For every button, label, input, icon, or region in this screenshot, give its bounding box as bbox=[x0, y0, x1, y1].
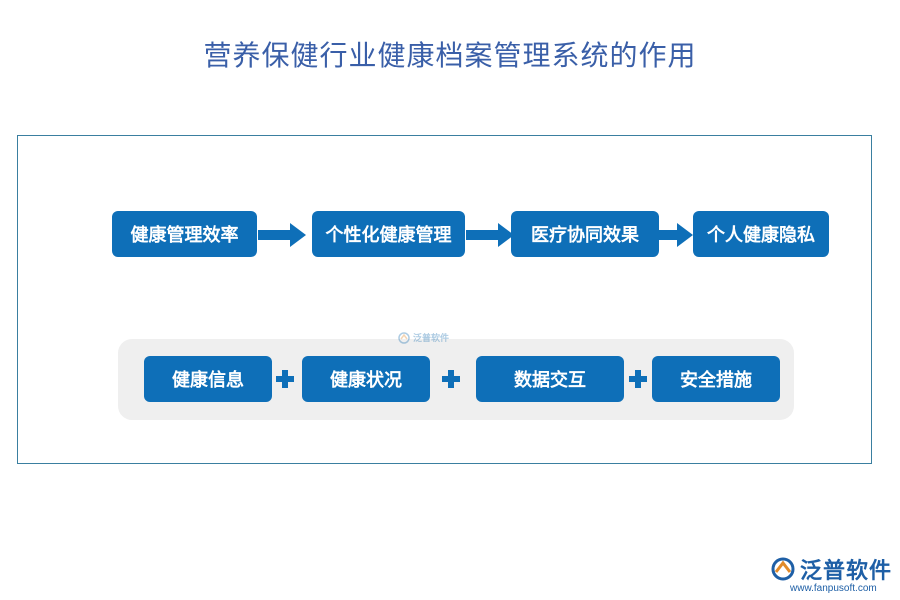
plus-icon bbox=[442, 370, 460, 388]
component-box-data-exchange: 数据交互 bbox=[476, 356, 624, 402]
step-box-efficiency: 健康管理效率 bbox=[112, 211, 257, 257]
right-arrow-icon bbox=[466, 223, 514, 247]
step-box-personalized: 个性化健康管理 bbox=[312, 211, 465, 257]
component-box-health-status: 健康状况 bbox=[302, 356, 430, 402]
component-box-health-info: 健康信息 bbox=[144, 356, 272, 402]
logo-text: 泛普软件 bbox=[800, 558, 893, 584]
step-box-privacy: 个人健康隐私 bbox=[693, 211, 829, 257]
diagram-frame bbox=[17, 135, 872, 464]
page-title: 营养保健行业健康档案管理系统的作用 bbox=[203, 39, 697, 72]
brand-logo: 泛普软件 bbox=[770, 553, 892, 585]
watermark: 泛普软件 bbox=[398, 331, 449, 344]
plus-icon bbox=[276, 370, 294, 388]
watermark-text: 泛普软件 bbox=[413, 334, 450, 344]
logo-icon bbox=[771, 557, 795, 581]
component-box-security: 安全措施 bbox=[652, 356, 780, 402]
right-arrow-icon bbox=[258, 223, 306, 247]
right-arrow-icon bbox=[659, 223, 693, 247]
plus-icon bbox=[629, 370, 647, 388]
logo-icon bbox=[398, 331, 410, 344]
logo-url: www.fanpusoft.com bbox=[790, 583, 877, 594]
step-box-medical-collab: 医疗协同效果 bbox=[511, 211, 659, 257]
